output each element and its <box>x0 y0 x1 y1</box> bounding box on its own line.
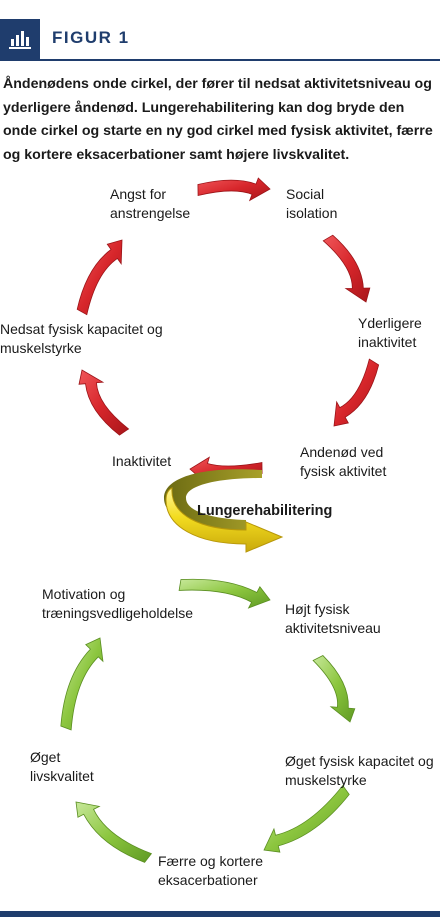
step-oget-kapacitet: Øget fysisk kapacitet og muskelstyrke <box>285 753 434 788</box>
green-arrow-2 <box>312 655 356 723</box>
red-arrow-2 <box>322 234 371 303</box>
figure-caption: Åndenødens onde cirkel, der fører til ne… <box>3 76 433 163</box>
virtuous-cycle-arrows <box>60 578 356 863</box>
step-hojt-aktivitetsniveau: Højt fysisk aktivitetsniveau <box>285 601 381 636</box>
step-nedsat-kapacitet: Nedsat fysisk kapacitet og muskelstyrke <box>0 321 163 356</box>
red-arrow-5 <box>78 369 130 436</box>
red-arrow-3 <box>333 358 380 427</box>
step-motivation: Motivation og træningsvedligeholdelse <box>42 586 193 621</box>
red-arrow-6 <box>76 239 123 316</box>
bar-chart-icon <box>0 19 40 59</box>
footer-divider <box>0 911 440 917</box>
intervention-label: Lungerehabilitering <box>197 503 333 519</box>
step-social-isolation: Social isolation <box>286 186 338 221</box>
step-oget-livskvalitet: Øget livskvalitet <box>30 749 94 784</box>
rehab-swoosh-back <box>164 469 262 532</box>
figure-label: FIGUR 1 <box>52 28 130 47</box>
rehab-swoosh-front <box>165 487 284 553</box>
green-arrow-4 <box>75 801 153 863</box>
step-angst: Angst for anstrengelse <box>110 186 191 221</box>
figure-header: FIGUR 1 <box>0 0 440 62</box>
step-yderligere-inaktivitet: Yderligere inaktivitet <box>358 315 422 350</box>
step-faerre-eksacerbationer: Færre og kortere eksacerbationer <box>158 853 264 888</box>
step-andenod: Andenød ved fysisk aktivitet <box>300 444 387 479</box>
intervention-arrow <box>164 469 284 553</box>
green-arrow-3 <box>263 784 350 853</box>
step-inaktivitet: Inaktivitet <box>112 453 172 469</box>
red-arrow-1 <box>197 177 271 202</box>
header-divider <box>0 59 440 61</box>
green-arrow-1 <box>178 578 271 609</box>
green-arrow-5 <box>60 637 104 731</box>
